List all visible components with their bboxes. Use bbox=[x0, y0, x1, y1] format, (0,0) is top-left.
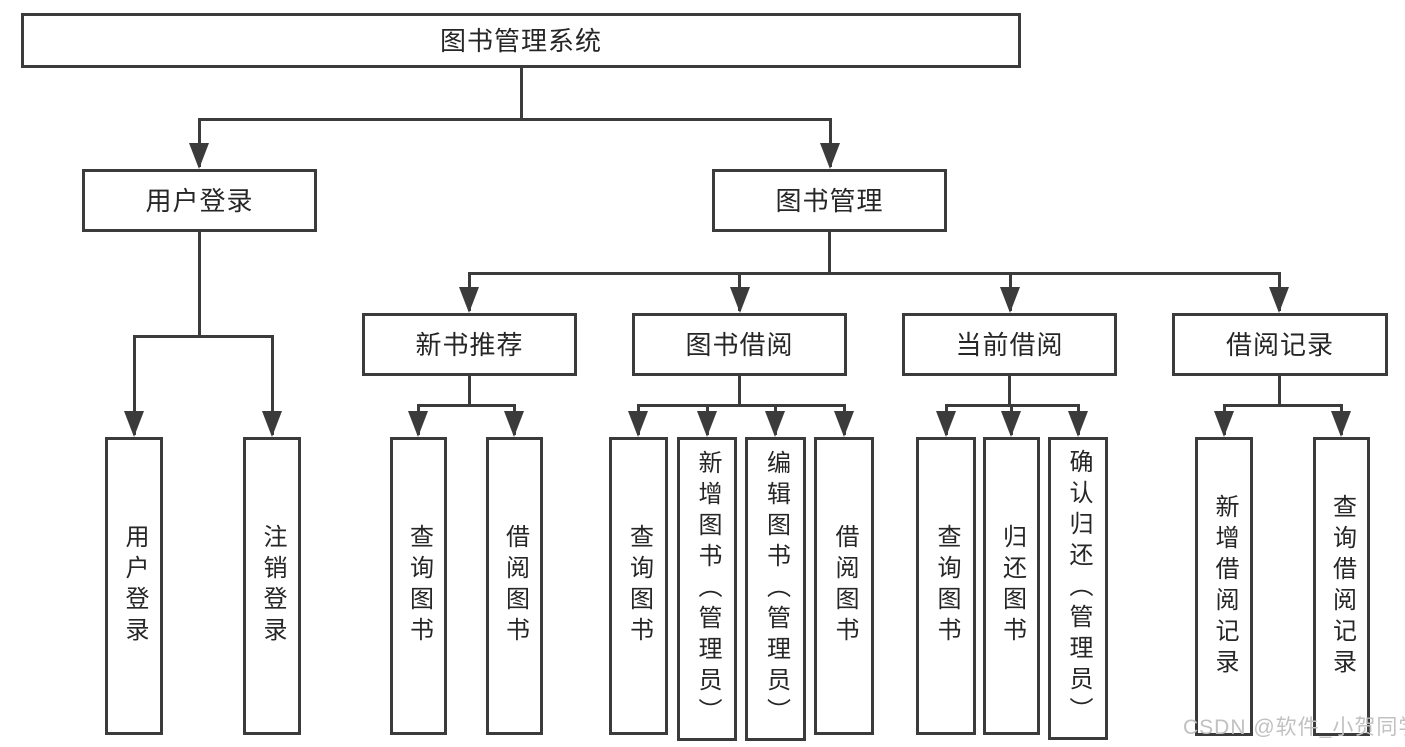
node-query-borrow-record: 查询借阅记录 bbox=[1313, 437, 1370, 736]
node-root: 图书管理系统 bbox=[21, 13, 1021, 68]
node-query-book-recommend: 查询图书 bbox=[390, 437, 447, 735]
node-add-borrow-record: 新增借阅记录 bbox=[1195, 437, 1253, 736]
node-borrow-book-recommend: 借阅图书 bbox=[486, 437, 543, 735]
connector-line bbox=[1222, 403, 1343, 407]
node-user-login: 用户登录 bbox=[82, 169, 317, 232]
arrow-down-icon bbox=[1331, 411, 1351, 437]
connector-line bbox=[416, 403, 516, 407]
arrow-down-icon bbox=[765, 411, 785, 437]
node-logout-leaf: 注销登录 bbox=[243, 437, 301, 735]
arrow-down-icon bbox=[628, 411, 648, 437]
connector-line bbox=[1278, 374, 1281, 407]
arrow-down-icon bbox=[262, 411, 282, 437]
node-book-borrow: 图书借阅 bbox=[632, 313, 847, 376]
arrow-down-icon bbox=[1001, 411, 1021, 437]
csdn-watermark: CSDN @软件_小贺同学 bbox=[1183, 716, 1405, 739]
node-current-borrow: 当前借阅 bbox=[902, 313, 1117, 376]
connector-line bbox=[738, 374, 741, 407]
connector-line bbox=[519, 66, 523, 121]
arrow-down-icon bbox=[1214, 411, 1234, 437]
arrow-down-icon bbox=[189, 143, 209, 169]
node-query-book-current: 查询图书 bbox=[916, 437, 976, 735]
arrow-down-icon bbox=[936, 411, 956, 437]
connector-line bbox=[828, 230, 831, 275]
node-new-book-recommend: 新书推荐 bbox=[362, 313, 577, 376]
connector-line bbox=[198, 230, 201, 338]
connector-line bbox=[270, 334, 274, 435]
connector-line bbox=[197, 117, 201, 167]
node-borrow-book-leaf: 借阅图书 bbox=[814, 437, 874, 735]
connector-line bbox=[132, 334, 274, 338]
node-add-book-admin: 新增图书（管理员） bbox=[677, 437, 737, 741]
node-return-book: 归还图书 bbox=[983, 437, 1040, 735]
arrow-down-icon bbox=[408, 411, 428, 437]
node-borrow-record: 借阅记录 bbox=[1172, 313, 1388, 376]
arrow-down-icon bbox=[1000, 287, 1020, 313]
node-confirm-return-admin: 确认归还（管理员） bbox=[1048, 437, 1108, 740]
arrow-down-icon bbox=[820, 143, 840, 169]
node-user-login-leaf: 用户登录 bbox=[105, 437, 163, 735]
node-query-book-borrow: 查询图书 bbox=[609, 437, 668, 735]
connector-line bbox=[1008, 374, 1011, 407]
connector-line bbox=[636, 403, 846, 407]
arrow-down-icon bbox=[1068, 411, 1088, 437]
arrow-down-icon bbox=[834, 411, 854, 437]
arrow-down-icon bbox=[729, 287, 750, 313]
connector-line bbox=[467, 271, 1281, 275]
connector-line bbox=[468, 374, 471, 407]
connector-line bbox=[132, 334, 136, 435]
connector-line bbox=[828, 117, 832, 167]
node-edit-book-admin: 编辑图书（管理员） bbox=[745, 437, 806, 741]
arrow-down-icon bbox=[504, 411, 524, 437]
arrow-down-icon bbox=[459, 287, 479, 313]
arrow-down-icon bbox=[697, 411, 717, 437]
node-book-management: 图书管理 bbox=[712, 169, 947, 232]
connector-line bbox=[197, 117, 832, 121]
arrow-down-icon bbox=[124, 411, 144, 437]
arrow-down-icon bbox=[1269, 287, 1289, 313]
